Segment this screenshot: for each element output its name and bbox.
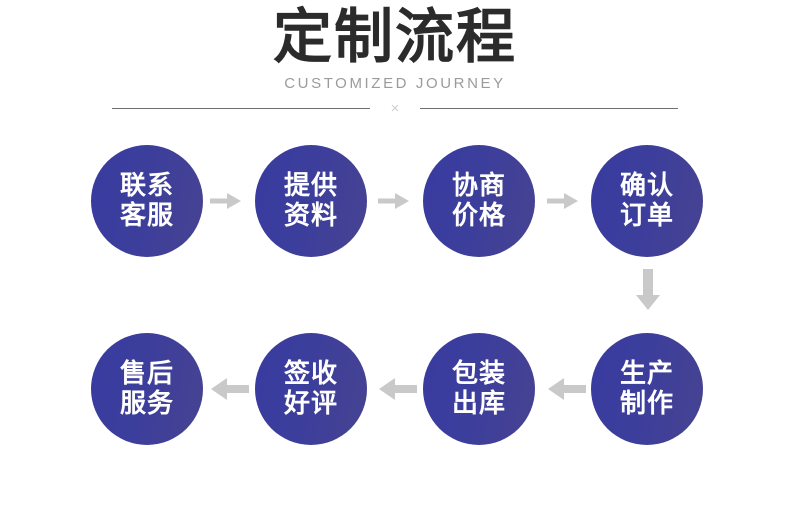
flow-step-label-line1: 售后: [119, 359, 174, 389]
flow-step-label-line1: 联系: [119, 171, 174, 201]
flow-step-label-line2: 好评: [283, 389, 338, 419]
flow-step-label-line2: 服务: [119, 389, 174, 419]
flow-step-provide-materials[interactable]: 提供 资料: [255, 145, 367, 257]
infographic-header: 定制流程 CUSTOMIZED JOURNEY: [0, 0, 790, 93]
arrow-left-icon: [379, 378, 417, 400]
flow-step-label-line1: 生产: [619, 359, 674, 389]
arrow-right-icon: [378, 193, 409, 209]
arrow-down-icon: [636, 269, 660, 310]
flow-step-signoff-review[interactable]: 签收 好评: [255, 333, 367, 445]
flow-step-label-line1: 提供: [283, 171, 338, 201]
flow-step-confirm-order[interactable]: 确认 订单: [591, 145, 703, 257]
flow-step-contact-service[interactable]: 联系 客服: [91, 145, 203, 257]
flow-step-production[interactable]: 生产 制作: [591, 333, 703, 445]
flow-step-label-line1: 协商: [451, 171, 506, 201]
arrow-right-icon: [210, 193, 241, 209]
flow-step-after-sales-service[interactable]: 售后 服务: [91, 333, 203, 445]
arrow-left-icon: [211, 378, 249, 400]
flow-step-label-line2: 客服: [119, 201, 174, 231]
arrow-right-icon: [547, 193, 578, 209]
flow-step-label-line2: 价格: [451, 201, 506, 231]
page-subtitle: CUSTOMIZED JOURNEY: [284, 75, 506, 92]
divider-line-right: [420, 108, 678, 109]
flow-step-label-line2: 资料: [283, 201, 338, 231]
flow-step-label-line1: 包装: [451, 359, 506, 389]
flow-step-label-line1: 确认: [619, 171, 674, 201]
page-title: 定制流程: [272, 2, 517, 71]
flow-step-label-line2: 出库: [451, 389, 506, 419]
divider-cross-icon: ×: [390, 100, 400, 117]
arrow-left-icon: [548, 378, 586, 400]
flow-step-label-line1: 签收: [283, 359, 338, 389]
divider-line-left: [112, 108, 370, 109]
flow-step-negotiate-price[interactable]: 协商 价格: [423, 145, 535, 257]
flow-step-label-line2: 制作: [619, 389, 674, 419]
flow-row-top: 联系 客服 提供 资料 协商 价格 确认 订单: [0, 145, 790, 257]
flow-step-package-shipment[interactable]: 包装 出库: [423, 333, 535, 445]
header-divider: ×: [112, 99, 678, 119]
flow-step-label-line2: 订单: [619, 201, 674, 231]
flow-row-bottom: 售后 服务 签收 好评 包装 出库 生产 制作: [0, 333, 790, 445]
